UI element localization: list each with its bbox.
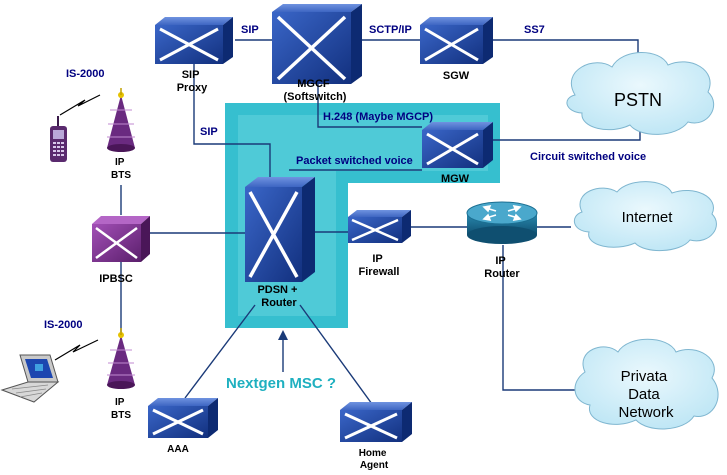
mgw-label: MGW — [441, 173, 470, 185]
callout-arrow — [278, 330, 288, 372]
h248-link-label: H.248 (Maybe MGCP) — [323, 111, 433, 123]
bts-top-label: IP BTS — [111, 157, 131, 181]
sctp-link-label: SCTP/IP — [369, 24, 412, 36]
mgw-device-icon — [422, 122, 493, 168]
mobile-phone-icon — [50, 116, 67, 162]
sip-proxy-label: SIP Proxy — [177, 69, 208, 94]
pdsn-router-label: PDSN + Router — [257, 284, 300, 309]
sip-left-link-label: SIP — [200, 126, 218, 138]
connection-lines — [120, 39, 641, 405]
mgcf-label: MGCF (Softswitch) — [284, 78, 347, 103]
ipbsc-device-icon — [92, 216, 150, 262]
sgw-label: SGW — [443, 70, 470, 82]
internet-cloud — [573, 181, 717, 252]
sip-top-link-label: SIP — [241, 24, 259, 36]
internet-label: Internet — [622, 209, 674, 226]
is2000-top-label: IS-2000 — [66, 68, 105, 80]
mgcf-softswitch-device-icon — [272, 4, 362, 84]
private-data-network-label: Privata Data Network — [618, 368, 674, 421]
pdsn-router-device-icon — [245, 177, 315, 282]
ss7-link-label: SS7 — [524, 24, 545, 36]
packet-voice-link-label: Packet switched voice — [296, 155, 413, 167]
laptop-icon — [0, 354, 60, 403]
ip-firewall-device-icon — [348, 210, 411, 243]
bts-bottom-tower-icon — [107, 328, 135, 389]
ipbsc-label: IPBSC — [99, 273, 133, 285]
home-agent-device-icon — [340, 402, 412, 442]
pstn-label: PSTN — [614, 90, 662, 110]
home-agent-label: Home Agent — [359, 448, 390, 471]
pstn-cloud — [566, 52, 714, 135]
bts-bottom-label: IP BTS — [111, 397, 131, 421]
radio-link-bottom-icon — [54, 339, 99, 361]
private-data-network-cloud — [574, 338, 719, 430]
sgw-device-icon — [420, 17, 493, 64]
bts-top-tower-icon — [107, 88, 135, 152]
ip-router-label: IP Router — [484, 255, 520, 280]
nextgen-msc-callout: Nextgen MSC ? — [226, 375, 336, 392]
circuit-voice-link-label: Circuit switched voice — [530, 151, 646, 163]
ip-firewall-label: IP Firewall — [359, 253, 400, 278]
aaa-device-icon — [148, 398, 218, 438]
aaa-label: AAA — [167, 444, 189, 455]
sip-proxy-device-icon — [155, 17, 233, 64]
is2000-bottom-label: IS-2000 — [44, 319, 83, 331]
radio-link-top-icon — [59, 94, 101, 116]
ip-router-device-icon — [466, 201, 538, 244]
